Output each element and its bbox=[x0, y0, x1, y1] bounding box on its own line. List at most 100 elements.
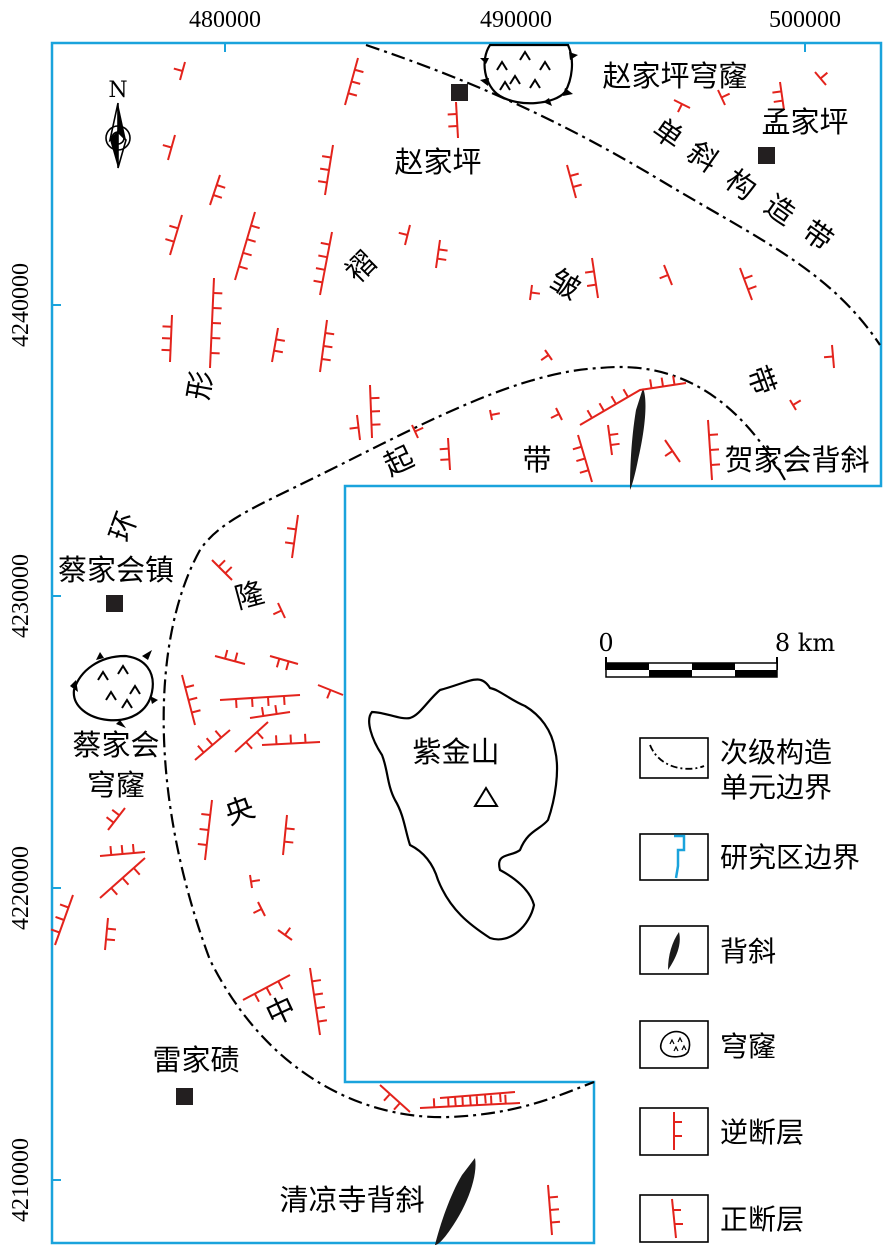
fault-tick bbox=[201, 812, 211, 816]
fault-tick bbox=[649, 379, 653, 389]
fault-tick bbox=[106, 927, 117, 931]
fault-tick bbox=[261, 706, 265, 717]
fault-line bbox=[319, 231, 333, 296]
fault-tick bbox=[59, 903, 69, 909]
fault-tick bbox=[197, 842, 207, 846]
fault-tick bbox=[664, 450, 674, 457]
fault-tick bbox=[318, 254, 328, 259]
fault-tick bbox=[709, 448, 720, 451]
arc-boundary-lower bbox=[162, 549, 595, 1119]
fault-tick bbox=[823, 355, 834, 359]
monocline-char: 带 bbox=[796, 214, 839, 258]
fault-tick bbox=[199, 827, 209, 831]
fault-tick bbox=[205, 737, 214, 746]
fault-line bbox=[54, 894, 74, 946]
fault-tick bbox=[273, 349, 284, 354]
x-tick-label: 500000 bbox=[769, 7, 841, 33]
monocline-char: 构 bbox=[719, 163, 762, 207]
settlement-markers bbox=[106, 84, 775, 1105]
mengjiaping-label: 孟家坪 bbox=[761, 105, 848, 139]
fault-line bbox=[282, 814, 288, 856]
fault-tick bbox=[253, 908, 262, 914]
fault-tick bbox=[569, 172, 579, 177]
fault-line bbox=[579, 382, 687, 426]
fault-tick bbox=[326, 689, 332, 699]
fault-tick bbox=[250, 879, 261, 883]
fault-tick bbox=[224, 649, 229, 659]
fault-tick bbox=[772, 90, 782, 94]
fault-tick bbox=[747, 285, 757, 291]
fault-tick bbox=[284, 927, 292, 936]
fault-tick bbox=[484, 1094, 487, 1104]
y-tick-label: 4240000 bbox=[8, 263, 34, 347]
fault-tick bbox=[383, 1093, 391, 1102]
legend-label: 次级构造 bbox=[720, 736, 832, 769]
fault-line bbox=[234, 211, 256, 281]
fault-tick bbox=[317, 180, 328, 184]
caijiahui-dome-label-2: 穹窿 bbox=[87, 768, 145, 802]
legend-label: 研究区边界 bbox=[720, 841, 860, 874]
fault-line bbox=[209, 174, 221, 206]
fault-tick bbox=[213, 194, 223, 199]
leijiaqi-label: 雷家碛 bbox=[152, 1043, 239, 1077]
leijiaqi-marker bbox=[176, 1088, 193, 1105]
fault-tick bbox=[162, 144, 172, 149]
fault-tick bbox=[610, 395, 617, 405]
fault-tick bbox=[313, 279, 323, 284]
fault-tick bbox=[576, 457, 586, 463]
fault-tick bbox=[315, 267, 325, 271]
fault-line bbox=[234, 721, 269, 753]
fault-tick bbox=[323, 345, 333, 349]
fault-tick bbox=[169, 224, 179, 230]
thrust-fault-icon bbox=[673, 1112, 682, 1150]
fault-tick bbox=[55, 916, 65, 921]
fault-tick bbox=[275, 658, 281, 668]
fault-tick bbox=[275, 338, 286, 342]
fault-tick bbox=[131, 843, 135, 854]
anticline-icon bbox=[668, 932, 680, 970]
boundary-line-icon bbox=[649, 744, 705, 770]
study-area-boundary bbox=[50, 41, 883, 1245]
fault-tick bbox=[286, 527, 297, 531]
fault-tick bbox=[499, 1093, 502, 1103]
y-tick-label: 4210000 bbox=[8, 1138, 34, 1222]
fault-tick bbox=[250, 224, 260, 230]
fault-line bbox=[249, 711, 291, 719]
fault-line bbox=[169, 214, 183, 256]
scale-zero-label: 0 bbox=[598, 629, 613, 657]
qingliangsi-anticline bbox=[435, 1158, 476, 1245]
fault-layer bbox=[50, 57, 835, 1236]
fault-tick bbox=[165, 238, 175, 243]
fault-tick bbox=[272, 609, 282, 616]
central-uplift-char: 隆 bbox=[231, 575, 268, 615]
fault-line bbox=[439, 1091, 516, 1099]
arc-fold-char: 褶 bbox=[339, 245, 384, 290]
legend-box bbox=[639, 833, 709, 881]
fault-line bbox=[779, 81, 785, 111]
normal-fault-icon bbox=[671, 1198, 683, 1239]
fault-tick bbox=[111, 809, 120, 817]
fault-line bbox=[379, 1084, 411, 1113]
monocline-char: 斜 bbox=[681, 135, 724, 179]
zijinshan-peak-icon bbox=[473, 786, 499, 807]
fault-tick bbox=[253, 993, 260, 1003]
scale-end-label: 8 km bbox=[775, 629, 835, 657]
fault-tick bbox=[708, 433, 719, 436]
fault-tick bbox=[437, 257, 447, 261]
fault-tick bbox=[133, 867, 141, 876]
fault-tick bbox=[659, 274, 669, 280]
place-labels: 赵家坪 孟家坪 蔡家会镇 雷家碛 紫金山 bbox=[58, 105, 849, 1077]
arc-fold-char: 带 bbox=[740, 361, 782, 400]
study-boundary-icon bbox=[674, 834, 686, 879]
fault-line bbox=[419, 1102, 521, 1109]
caijiahui-dome bbox=[70, 650, 158, 728]
fault-tick bbox=[321, 358, 331, 362]
fault-tick bbox=[311, 979, 322, 983]
zijinshan-outline bbox=[368, 678, 559, 941]
fault-tick bbox=[315, 1005, 326, 1010]
zijinshan-label: 紫金山 bbox=[412, 735, 499, 769]
fault-tick bbox=[549, 1208, 560, 1211]
fault-tick bbox=[321, 155, 332, 159]
fault-tick bbox=[319, 167, 330, 171]
